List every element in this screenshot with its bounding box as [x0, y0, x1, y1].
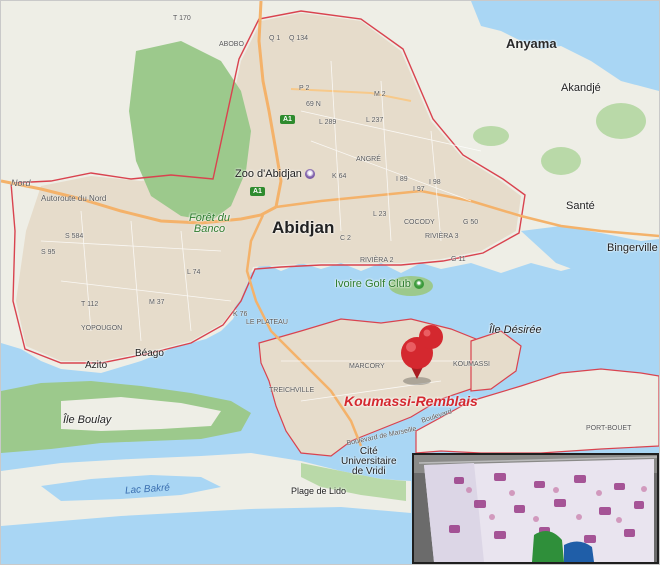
highway-shield-a1-top: A1 [280, 115, 295, 124]
poi-zoo[interactable]: Zoo d'Abidjan◉ [235, 169, 315, 180]
road-label-autoroute: Autoroute du Nord [41, 194, 107, 203]
district-label-yopougon: YOPOUGON [81, 325, 123, 332]
island-label-ile-boulay: Île Boulay [63, 414, 112, 426]
place-label-bingerville: Bingerville [607, 242, 658, 254]
urban-area [16, 13, 521, 361]
fabric-photo-image [414, 455, 657, 562]
lagoon-arm-north [471, 1, 659, 91]
place-label-plage-de-lido: Plage de Lido [291, 486, 347, 496]
road-label-g11: G 11 [451, 256, 466, 263]
park-cocody [473, 126, 509, 146]
road-label-t170: T 170 [173, 15, 191, 22]
island-label-ile-desiree: Île Désirée [489, 324, 542, 336]
park-east [541, 147, 581, 175]
district-label-port-bouet: PORT-BOUET [586, 425, 632, 432]
boulevard-south [245, 214, 363, 447]
ocean-strip [1, 507, 411, 564]
district-label-cocody: COCODY [404, 219, 435, 226]
park-bingerville [596, 103, 646, 139]
road-label-l23: L 23 [373, 211, 387, 218]
place-label-sante: Santé [566, 200, 595, 212]
commune-boundary [10, 10, 526, 364]
road-label-s584: S 584 [65, 233, 84, 240]
district-label-riviera3: RIVIÈRA 3 [425, 233, 459, 240]
district-label-treichville: TREICHVILLE [269, 387, 315, 394]
district-label-riviera2: RIVIÈRA 2 [360, 257, 394, 264]
lac-bakre [41, 475, 221, 501]
vridi-green [301, 463, 406, 501]
district-label-angre: ANGRÉ [356, 156, 381, 163]
featured-place-label[interactable]: Koumassi-Remblais [344, 393, 478, 409]
road-label-p2: P 2 [299, 85, 310, 92]
road-label-s95: S 95 [41, 249, 56, 256]
road-label-i98: I 98 [429, 179, 441, 186]
forest-label-banco: Forêt du Banco [189, 212, 230, 235]
koumassi-east [470, 330, 522, 392]
zoo-icon: ◉ [304, 169, 315, 180]
a1-highway [257, 1, 283, 208]
road-label-69n: 69 N [306, 101, 321, 108]
road-label-i97: I 97 [413, 186, 425, 193]
road-label-k64: K 64 [332, 173, 347, 180]
port-bouet-area [415, 368, 659, 454]
road-label-i89: I 89 [396, 176, 408, 183]
minor-roads [40, 60, 482, 402]
road-label-t112: T 112 [81, 301, 99, 308]
city-label-abidjan[interactable]: Abidjan [272, 218, 335, 237]
poi-golf-label: Ivoire Golf Club [335, 278, 411, 290]
road-label-g50: G 50 [463, 219, 479, 226]
road-label-c2: C 2 [340, 235, 351, 242]
road-label-l237: L 237 [366, 117, 384, 124]
district-label-le-plateau: LE PLATEAU [246, 319, 288, 326]
poi-zoo-label: Zoo d'Abidjan [235, 168, 302, 180]
place-label-azito: Azito [85, 360, 108, 371]
autoroute-du-nord [1, 179, 277, 225]
highway-shield-a1-mid: A1 [250, 187, 265, 196]
south-districts [258, 318, 502, 457]
road-label-q134: Q 134 [289, 35, 309, 42]
city-label-anyama[interactable]: Anyama [506, 36, 557, 51]
road-label-q1: Q 1 [269, 35, 281, 42]
district-label-abobo: ABOBO [219, 41, 244, 48]
road-label-l289: L 289 [319, 119, 337, 126]
inset-photo [412, 453, 659, 564]
p2-road [290, 88, 412, 102]
road-label-m37: M 37 [149, 299, 165, 306]
district-label-koumassi: KOUMASSI [453, 361, 490, 368]
poi-golf[interactable]: Ivoire Golf Club● [335, 279, 424, 290]
place-label-beago: Béago [135, 348, 164, 359]
place-label-akandje: Akandjé [561, 82, 601, 94]
golf-icon: ● [413, 279, 424, 290]
road-label-m2: M 2 [374, 91, 386, 98]
place-label-cite-universitaire: Cité Universitaire de Vridi [341, 446, 397, 477]
road-label-l74: L 74 [187, 269, 201, 276]
lagoon-bay-east [521, 226, 659, 283]
ile-boulay-land [61, 397, 221, 431]
road-label-nord: Nord [11, 178, 31, 188]
district-label-marcory: MARCORY [349, 363, 385, 370]
location-pin-icon[interactable] [391, 323, 451, 387]
road-label-k76: K 76 [233, 311, 248, 318]
